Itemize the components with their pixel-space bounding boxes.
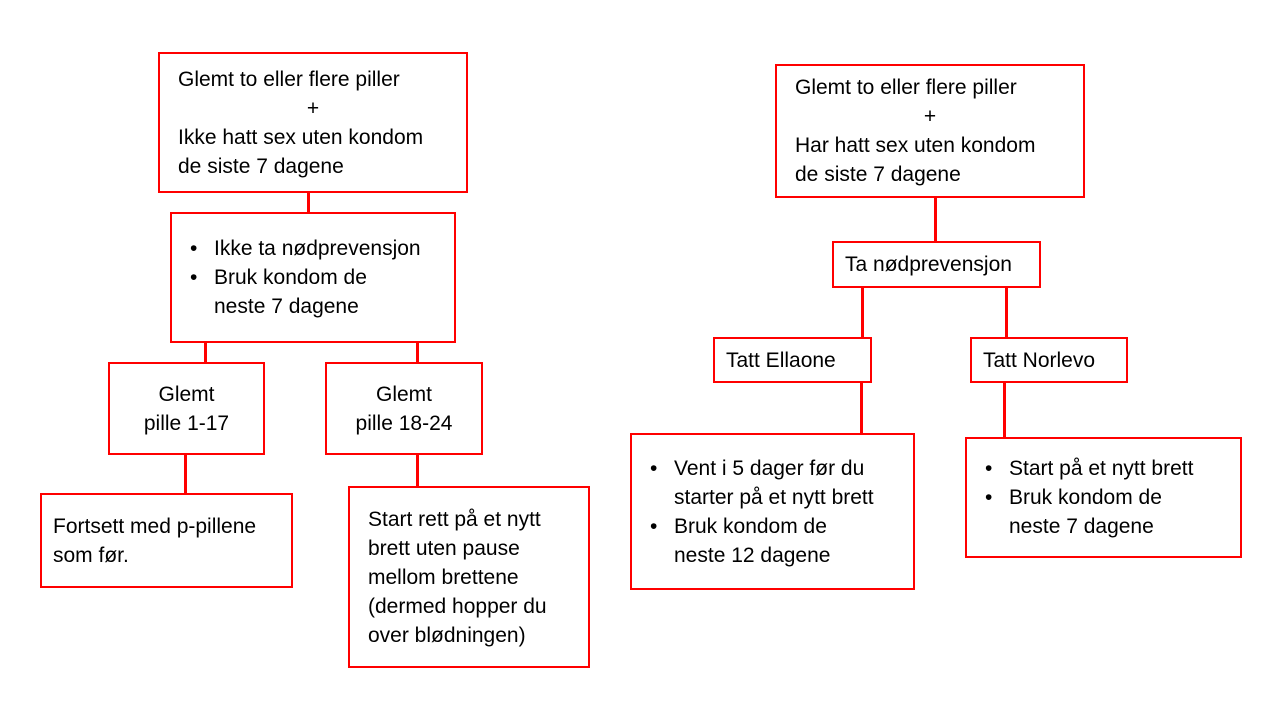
- bullet-icon: •: [190, 237, 198, 260]
- outcome-text: Vent i 5 dager før du starter på et nytt…: [674, 456, 874, 509]
- outcome-new-pack-box: Start rett på et nytt brett uten pause m…: [348, 486, 590, 668]
- bullet-icon: •: [985, 457, 993, 480]
- condition-line: Glemt to eller flere piller: [795, 76, 1017, 99]
- condition-line: Har hatt sex uten kondom de siste 7 dage…: [795, 134, 1036, 186]
- bullet-icon: •: [650, 456, 658, 480]
- branch-label: Glemt pille 1-17: [143, 382, 230, 435]
- connector-line: [416, 455, 419, 486]
- branch-label: Tatt Norlevo: [983, 348, 1096, 372]
- connector-line: [184, 455, 187, 493]
- connector-line: [934, 198, 937, 241]
- outcome-text: Start rett på et nytt brett uten pause m…: [368, 507, 547, 647]
- connector-line: [307, 193, 310, 212]
- outcome-continue-box: Fortsett med p-pillene som før.: [40, 493, 293, 588]
- outcome-text: Fortsett med p-pillene som før.: [53, 514, 257, 567]
- list-item: • Bruk kondom de neste 12 dagene: [632, 512, 913, 570]
- bullet-icon: •: [190, 266, 198, 289]
- connector-line: [1005, 288, 1008, 337]
- list-item: • Vent i 5 dager før du starter på et ny…: [632, 454, 913, 512]
- norlevo-branch-box: Tatt Norlevo: [970, 337, 1128, 383]
- right-condition-box: Glemt to eller flere piller + Har hatt s…: [775, 64, 1085, 198]
- ellaone-branch-box: Tatt Ellaone: [713, 337, 872, 383]
- list-item: • Bruk kondom de neste 7 dagene: [967, 483, 1240, 541]
- ellaone-outcome-box: • Vent i 5 dager før du starter på et ny…: [630, 433, 915, 590]
- condition-line: Ikke hatt sex uten kondom de siste 7 dag…: [178, 125, 424, 178]
- connector-line: [860, 383, 863, 433]
- plus-operator: +: [306, 96, 320, 120]
- advice-text: Ikke ta nødprevensjon: [214, 237, 421, 260]
- outcome-text: Bruk kondom de neste 7 dagene: [1009, 486, 1162, 538]
- branch-label: Tatt Ellaone: [726, 348, 836, 372]
- branch-label: Glemt pille 18-24: [355, 382, 453, 435]
- connector-line: [1003, 383, 1006, 437]
- branch-pille-18-24-box: Glemt pille 18-24: [325, 362, 483, 455]
- bullet-icon: •: [985, 486, 993, 509]
- branch-pille-1-17-box: Glemt pille 1-17: [108, 362, 265, 455]
- list-item: • Bruk kondom de neste 7 dagene: [172, 263, 454, 321]
- connector-line: [416, 343, 419, 362]
- list-item: • Ikke ta nødprevensjon: [172, 234, 454, 263]
- bullet-icon: •: [650, 514, 658, 538]
- outcome-text: Bruk kondom de neste 12 dagene: [674, 514, 831, 567]
- connector-line: [861, 288, 864, 337]
- left-condition-box: Glemt to eller flere piller + Ikke hatt …: [158, 52, 468, 193]
- outcome-text: Start på et nytt brett: [1009, 457, 1194, 480]
- action-label: Ta nødprevensjon: [845, 253, 1012, 276]
- norlevo-outcome-box: • Start på et nytt brett • Bruk kondom d…: [965, 437, 1242, 558]
- left-advice-box: • Ikke ta nødprevensjon • Bruk kondom de…: [170, 212, 456, 343]
- emergency-contraception-box: Ta nødprevensjon: [832, 241, 1041, 288]
- plus-operator: +: [923, 105, 937, 128]
- connector-line: [204, 343, 207, 362]
- list-item: • Start på et nytt brett: [967, 454, 1240, 483]
- advice-text: Bruk kondom de neste 7 dagene: [214, 266, 367, 318]
- condition-line: Glemt to eller flere piller: [178, 67, 400, 91]
